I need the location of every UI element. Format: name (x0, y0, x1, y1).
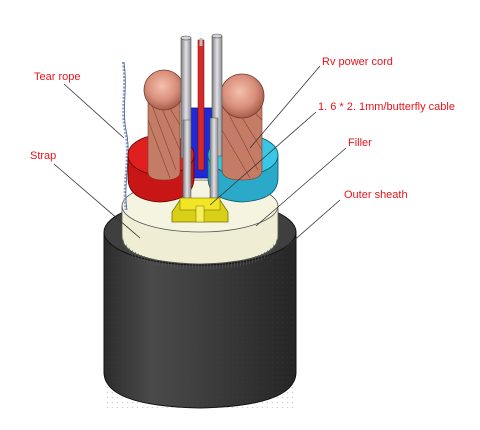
leader-line-filler (255, 147, 347, 227)
leader-lines (53, 65, 347, 273)
leader-line-tear-rope (63, 83, 125, 139)
tear-rope (121, 61, 129, 211)
label-outer-sheath: Outer sheath (344, 189, 408, 201)
steel-rods (180, 33, 223, 201)
label-tear-rope: Tear rope (34, 71, 81, 83)
copper-strand-bundle-right (219, 73, 265, 181)
copper-strand-bundle-left (143, 69, 185, 181)
leader-line-rv-power-cord (249, 65, 321, 149)
label-filler: Filler (348, 137, 372, 149)
label-butterfly-cable: 1. 6 * 2. 1mm/butterfly cable (318, 101, 455, 113)
leader-line-outer-sheath (257, 199, 341, 273)
label-rv-power-cord: Rv power cord (322, 56, 393, 68)
leader-line-strap (53, 163, 141, 239)
leader-line-butterfly-cable (209, 111, 317, 206)
label-strap: Strap (30, 150, 57, 162)
butterfly-cable (171, 197, 229, 223)
